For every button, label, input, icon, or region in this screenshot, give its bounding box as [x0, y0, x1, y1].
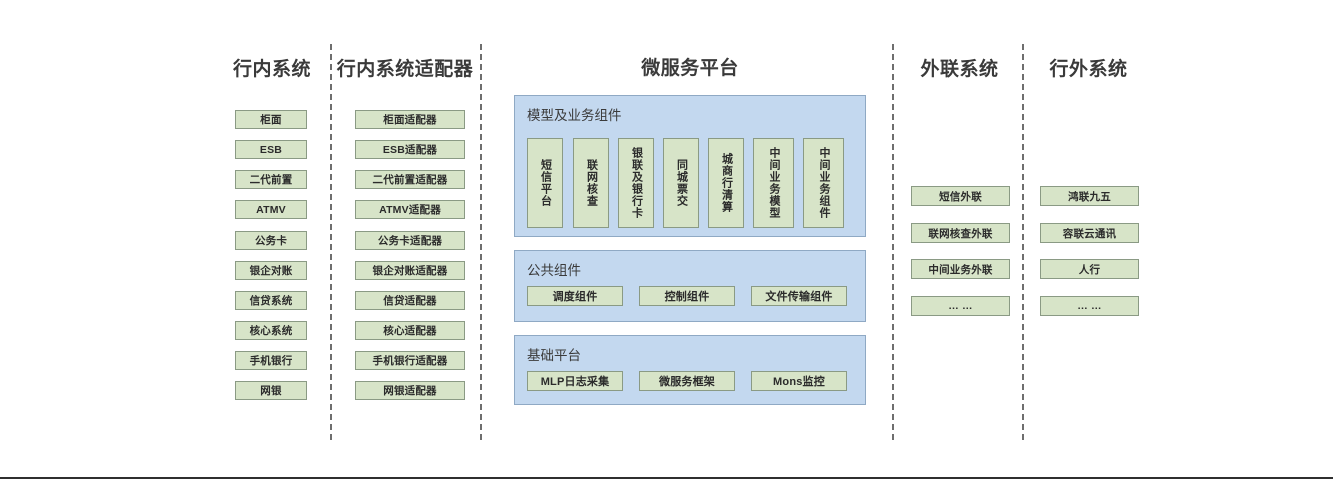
- node-bank-internal[interactable]: 公务卡: [235, 231, 307, 250]
- separator-dashed-1: [330, 44, 332, 440]
- node-model-component[interactable]: 短信平台: [527, 138, 563, 228]
- node-external-link[interactable]: 中间业务外联: [911, 259, 1010, 279]
- node-public-component[interactable]: 控制组件: [639, 286, 735, 306]
- node-bank-internal[interactable]: ESB: [235, 140, 307, 159]
- node-public-component[interactable]: 文件传输组件: [751, 286, 847, 306]
- node-model-component[interactable]: 中间业务模型: [753, 138, 794, 228]
- node-model-component-label: 银联及银行卡: [630, 147, 643, 219]
- node-model-component-label: 同城票交: [675, 159, 688, 207]
- node-model-component[interactable]: 联网核查: [573, 138, 609, 228]
- column-title-outside-bank: 行外系统: [1049, 59, 1128, 80]
- node-adapter[interactable]: ATMV适配器: [355, 200, 465, 219]
- node-bank-internal[interactable]: 二代前置: [235, 170, 307, 189]
- panel-label-model-business-components: 模型及业务组件: [527, 108, 622, 123]
- node-model-component-label: 联网核查: [585, 159, 598, 207]
- node-base-platform-component[interactable]: 微服务框架: [639, 371, 735, 391]
- node-bank-internal[interactable]: 手机银行: [235, 351, 307, 370]
- node-bank-internal[interactable]: 柜面: [235, 110, 307, 129]
- node-bank-internal[interactable]: 网银: [235, 381, 307, 400]
- node-model-component-label: 中间业务模型: [768, 147, 780, 219]
- node-model-component-label: 中间业务组件: [818, 147, 830, 219]
- column-title-microservice-platform: 微服务平台: [641, 58, 739, 79]
- node-model-component[interactable]: 银联及银行卡: [618, 138, 654, 228]
- node-outside-bank[interactable]: 容联云通讯: [1040, 223, 1139, 243]
- node-bank-internal[interactable]: 银企对账: [235, 261, 307, 280]
- separator-dashed-2: [480, 44, 482, 440]
- bottom-divider: [0, 477, 1333, 479]
- node-model-component[interactable]: 中间业务组件: [803, 138, 844, 228]
- node-adapter[interactable]: 信贷适配器: [355, 291, 465, 310]
- panel-label-base-platform: 基础平台: [527, 348, 581, 363]
- node-model-component[interactable]: 同城票交: [663, 138, 699, 228]
- separator-dashed-4: [1022, 44, 1024, 440]
- node-adapter[interactable]: 柜面适配器: [355, 110, 465, 129]
- node-adapter[interactable]: ESB适配器: [355, 140, 465, 159]
- node-adapter[interactable]: 网银适配器: [355, 381, 465, 400]
- node-adapter[interactable]: 二代前置适配器: [355, 170, 465, 189]
- node-base-platform-component[interactable]: Mons监控: [751, 371, 847, 391]
- node-bank-internal[interactable]: ATMV: [235, 200, 307, 219]
- column-title-bank-internal-adapter: 行内系统适配器: [336, 59, 474, 80]
- node-model-component-label: 短信平台: [539, 159, 552, 207]
- separator-dashed-3: [892, 44, 894, 440]
- node-bank-internal[interactable]: 信贷系统: [235, 291, 307, 310]
- node-external-link[interactable]: 联网核查外联: [911, 223, 1010, 243]
- node-adapter[interactable]: 手机银行适配器: [355, 351, 465, 370]
- node-base-platform-component[interactable]: MLP日志采集: [527, 371, 623, 391]
- node-adapter[interactable]: 公务卡适配器: [355, 231, 465, 250]
- panel-label-public-components: 公共组件: [527, 263, 581, 278]
- node-public-component[interactable]: 调度组件: [527, 286, 623, 306]
- column-title-bank-internal: 行内系统: [232, 59, 311, 80]
- column-title-external-link: 外联系统: [920, 59, 999, 80]
- node-adapter[interactable]: 银企对账适配器: [355, 261, 465, 280]
- panel-base-platform: 基础平台: [514, 335, 866, 405]
- node-external-link[interactable]: … …: [911, 296, 1010, 316]
- node-bank-internal[interactable]: 核心系统: [235, 321, 307, 340]
- node-model-component-label: 城商行清算: [720, 153, 733, 213]
- node-adapter[interactable]: 核心适配器: [355, 321, 465, 340]
- node-outside-bank[interactable]: 人行: [1040, 259, 1139, 279]
- node-external-link[interactable]: 短信外联: [911, 186, 1010, 206]
- node-outside-bank[interactable]: … …: [1040, 296, 1139, 316]
- node-model-component[interactable]: 城商行清算: [708, 138, 744, 228]
- node-outside-bank[interactable]: 鸿联九五: [1040, 186, 1139, 206]
